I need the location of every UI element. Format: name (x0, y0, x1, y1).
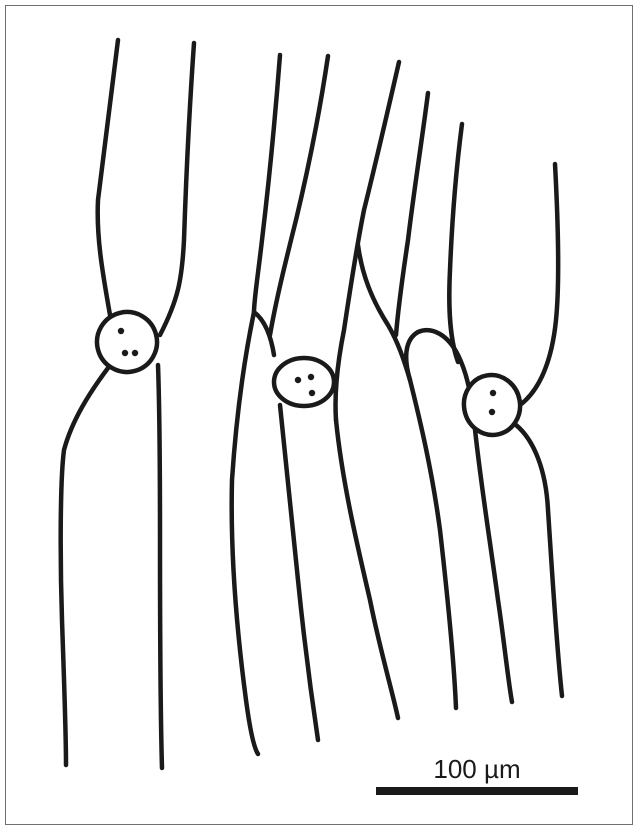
filament-1-upper-left (98, 40, 118, 315)
filament-3-branch (358, 245, 456, 708)
nucleus-dot (489, 409, 495, 415)
filament-5-lower (516, 425, 562, 696)
swelling-cell-2 (274, 358, 334, 406)
filament-1-lower-right (158, 365, 162, 768)
filament-3-lower (336, 420, 398, 718)
filament-5-upper (520, 164, 558, 405)
nucleus-dot (122, 350, 128, 356)
nucleus-dot (490, 390, 496, 396)
scale-bar-line (376, 787, 578, 795)
nucleus-dot (309, 390, 315, 396)
filament-1-lower-left (61, 368, 108, 765)
filament-4-upper (396, 93, 428, 335)
nucleus-dot (295, 377, 301, 383)
swelling-cell-1 (90, 305, 163, 378)
nucleus-dot (308, 374, 314, 380)
nucleus-dot (118, 328, 124, 334)
filament-3-upper (335, 62, 399, 420)
filament-1-upper-right (160, 43, 194, 335)
scale-bar-label: 100 µm (376, 754, 578, 785)
nucleus-dot (132, 350, 138, 356)
filament-4-side (449, 124, 462, 362)
filament-2-lower (280, 405, 318, 740)
filament-2-left-branch (232, 312, 258, 754)
